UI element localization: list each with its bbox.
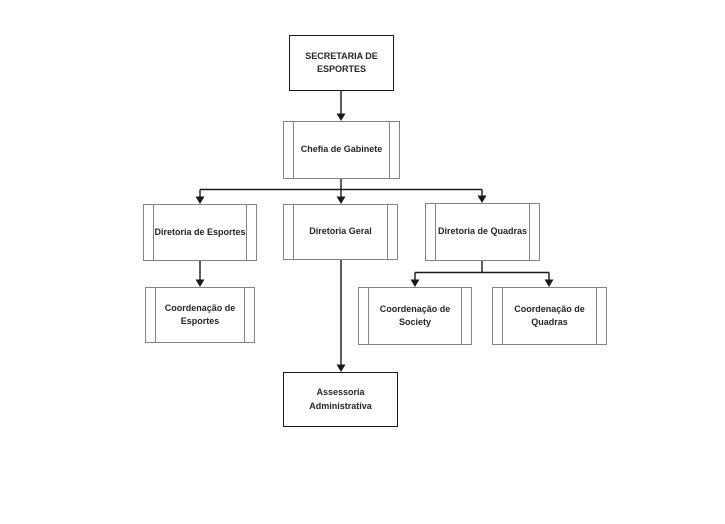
org-node-coordenacao-de-quadras: Coordenação de Quadras — [492, 287, 607, 345]
org-node-chefia-de-gabinete: Chefia de Gabinete — [283, 121, 400, 179]
org-node-label: SECRETARIA DE ESPORTES — [305, 50, 378, 74]
org-node-label: Diretoria Geral — [309, 226, 372, 237]
side-stripe-right — [529, 204, 530, 260]
arrowhead-chefia — [336, 113, 346, 121]
org-node-coordenacao-de-society: Coordenação de Society — [358, 287, 472, 345]
org-node-label: Coordenação de Quadras — [514, 303, 585, 327]
side-stripe-right — [387, 205, 388, 259]
org-node-label: Coordenação de Esportes — [164, 302, 236, 326]
org-node-assessoria-administrativa: Assessoria Administrativa — [283, 372, 398, 427]
side-stripe-right — [389, 122, 390, 178]
arrowhead-dir-geral — [336, 196, 346, 204]
side-stripe-left — [435, 204, 436, 260]
org-node-label: Diretoria de Esportes — [154, 226, 246, 237]
arrowhead-coord-esportes — [195, 279, 205, 287]
side-stripe-left — [502, 288, 503, 344]
org-node-coordenacao-de-esportes: Coordenação de Esportes — [145, 287, 255, 343]
side-stripe-left — [155, 288, 156, 342]
arrowhead-dir-quadras — [477, 195, 487, 203]
side-stripe-right — [246, 205, 247, 260]
side-stripe-left — [368, 288, 369, 344]
arrowhead-coord-society — [410, 279, 420, 287]
org-node-diretoria-de-quadras: Diretoria de Quadras — [425, 203, 540, 261]
arrowhead-assessoria — [336, 364, 346, 372]
org-node-label: Coordenação de Society — [379, 303, 451, 327]
arrowhead-coord-quadras — [544, 279, 554, 287]
side-stripe-left — [293, 122, 294, 178]
side-stripe-right — [461, 288, 462, 344]
side-stripe-left — [153, 205, 154, 260]
side-stripe-right — [244, 288, 245, 342]
side-stripe-right — [596, 288, 597, 344]
side-stripe-left — [293, 205, 294, 259]
org-node-label: Chefia de Gabinete — [300, 144, 383, 155]
org-node-diretoria-de-esportes: Diretoria de Esportes — [143, 204, 257, 261]
arrowhead-dir-esportes — [195, 196, 205, 204]
org-node-label: Diretoria de Quadras — [437, 226, 528, 237]
org-node-diretoria-geral: Diretoria Geral — [283, 204, 398, 260]
org-node-secretaria-de-esportes: SECRETARIA DE ESPORTES — [289, 35, 394, 91]
org-node-label: Assessoria Administrativa — [309, 387, 372, 411]
